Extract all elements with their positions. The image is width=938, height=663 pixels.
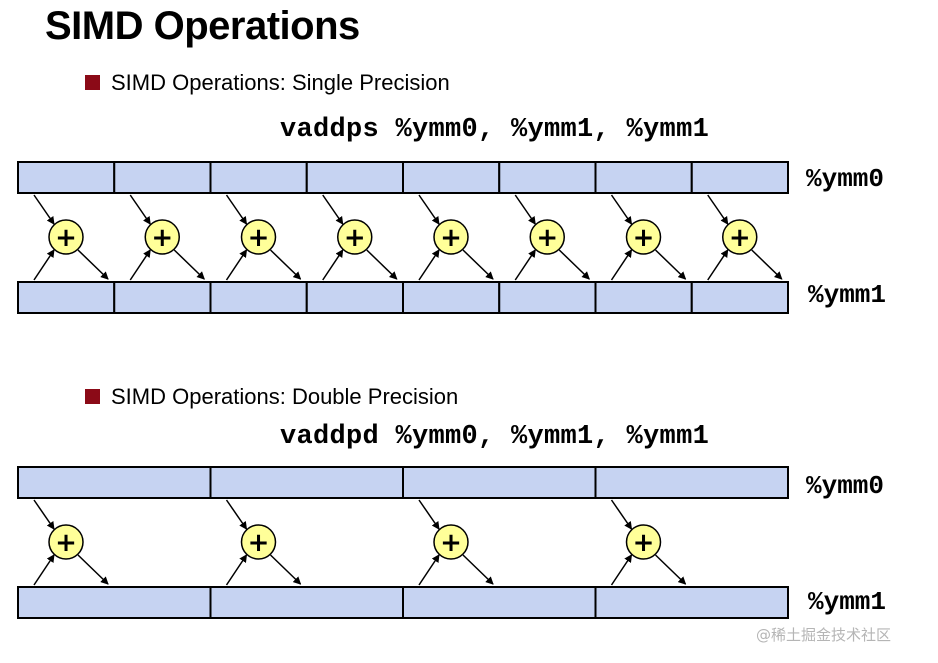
ymm0-lane-cell [594, 161, 693, 194]
ymm1-lane-cell [594, 586, 789, 619]
ymm1-lane-cell [113, 281, 212, 314]
adder-plus-symbol: + [440, 223, 462, 253]
adder-circle [48, 524, 84, 560]
arrow-ymm0-to-adder [514, 194, 536, 225]
arrow-ymm0-to-adder [225, 499, 248, 530]
ymm1-lane-cell [402, 586, 597, 619]
adder-plus-symbol: + [536, 223, 558, 253]
arrow-ymm0-to-adder [610, 499, 633, 530]
ymm1-lane-cell [209, 586, 404, 619]
adder-circle [625, 524, 662, 560]
arrow-adder-to-result [269, 249, 302, 280]
ymm0-lane-cell [209, 466, 404, 499]
ymm1-lane-cell [305, 281, 404, 314]
ymm0-lane-cell [690, 161, 789, 194]
adder-plus-symbol: + [633, 223, 655, 253]
adder-plus-symbol: + [55, 223, 77, 253]
instruction-vaddpd: vaddpd %ymm0, %ymm1, %ymm1 [280, 422, 710, 452]
adder-circle [722, 219, 758, 255]
arrow-ymm0-to-adder [33, 194, 55, 225]
arrow-adder-to-result [366, 249, 398, 280]
arrow-ymm1-to-adder [418, 249, 440, 281]
ymm0-lane-cell [402, 161, 501, 194]
adder-plus-symbol: + [344, 223, 366, 253]
ymm1-lane-cell [17, 586, 212, 619]
simd-diagram-double-precision: + + + + [17, 466, 789, 619]
ymm0-lane-cell [498, 161, 597, 194]
ymm1-lane-cell [690, 281, 789, 314]
simd-diagram-single-precision: + + + + + + + + [17, 161, 789, 314]
instruction-vaddps: vaddps %ymm0, %ymm1, %ymm1 [280, 115, 710, 145]
arrow-adder-to-result [77, 249, 109, 280]
arrow-adder-to-result [462, 554, 494, 585]
arrow-ymm1-to-adder [225, 249, 248, 281]
adder-plus-symbol: + [248, 528, 270, 558]
arrow-adder-to-result [558, 249, 590, 280]
arrow-ymm0-to-adder [33, 499, 55, 530]
ymm0-lane-cell [594, 466, 789, 499]
adder-circle [240, 219, 277, 255]
ymm1-lane-cell [17, 281, 116, 314]
arrow-adder-to-result [654, 249, 687, 280]
ymm0-lane-cell [209, 161, 308, 194]
arrow-ymm1-to-adder [33, 554, 55, 586]
ymm1-lane-cell [402, 281, 501, 314]
arrow-ymm1-to-adder [707, 249, 729, 281]
arrow-ymm1-to-adder [514, 249, 536, 281]
ymm0-lane-cell [305, 161, 404, 194]
ymm0-lane-cell [17, 161, 116, 194]
arrow-adder-to-result [77, 554, 109, 585]
arrow-adder-to-result [462, 249, 494, 280]
bullet-square [85, 75, 100, 90]
arrow-ymm0-to-adder [418, 499, 440, 530]
register-label-ymm0: %ymm0 [806, 471, 885, 501]
adder-plus-symbol: + [248, 223, 270, 253]
arrow-ymm0-to-adder [610, 194, 633, 225]
register-label-ymm1: %ymm1 [808, 280, 887, 310]
ymm1-lane-cell [594, 281, 693, 314]
adder-circle [144, 219, 180, 255]
arrow-ymm0-to-adder [129, 194, 151, 225]
adder-plus-symbol: + [151, 223, 173, 253]
adder-circle [240, 524, 277, 560]
watermark: @稀土掘金技术社区 [756, 626, 892, 644]
adder-circle [48, 219, 84, 255]
adder-plus-symbol: + [55, 528, 77, 558]
arrow-ymm0-to-adder [322, 194, 344, 225]
arrow-adder-to-result [269, 554, 302, 585]
register-label-ymm0: %ymm0 [806, 164, 885, 194]
ymm0-lane-cell [113, 161, 212, 194]
ymm0-lane-cell [17, 466, 212, 499]
arrow-ymm0-to-adder [707, 194, 729, 225]
arrow-adder-to-result [751, 249, 783, 280]
arrow-ymm1-to-adder [129, 249, 151, 281]
adder-circle [529, 219, 565, 255]
subhead-single-precision: SIMD Operations: Single Precision [111, 70, 450, 95]
bullet-square [85, 389, 100, 404]
ymm1-lane-cell [209, 281, 308, 314]
arrow-ymm1-to-adder [610, 249, 633, 281]
arrow-adder-to-result [654, 554, 687, 585]
register-label-ymm1: %ymm1 [808, 587, 887, 617]
adder-circle [337, 219, 373, 255]
page-title: SIMD Operations [45, 4, 360, 48]
arrow-ymm1-to-adder [418, 554, 440, 586]
adder-circle [433, 524, 469, 560]
arrow-ymm1-to-adder [225, 554, 248, 586]
adder-plus-symbol: + [729, 223, 751, 253]
arrow-adder-to-result [173, 249, 205, 280]
ymm0-lane-cell [402, 466, 597, 499]
arrow-ymm1-to-adder [322, 249, 344, 281]
subhead-double-precision: SIMD Operations: Double Precision [111, 384, 459, 409]
ymm1-lane-cell [498, 281, 597, 314]
adder-plus-symbol: + [440, 528, 462, 558]
adder-plus-symbol: + [633, 528, 655, 558]
arrow-ymm1-to-adder [33, 249, 55, 281]
adder-circle [433, 219, 469, 255]
arrow-ymm0-to-adder [418, 194, 440, 225]
arrow-ymm0-to-adder [225, 194, 248, 225]
arrow-ymm1-to-adder [610, 554, 633, 586]
adder-circle [625, 219, 662, 255]
